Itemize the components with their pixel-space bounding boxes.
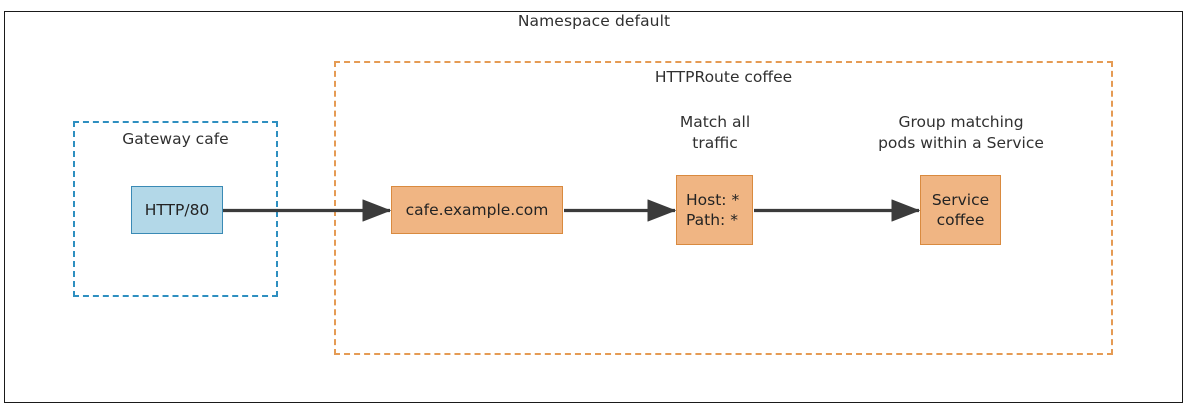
node-backend-service-kind: Service <box>931 190 990 209</box>
node-hostname-label: cafe.example.com <box>405 200 549 219</box>
caption-backend-line2: pods within a Service <box>878 133 1044 152</box>
node-match-rules[interactable]: Host: * Path: * <box>676 175 753 245</box>
gateway-label: Gateway cafe <box>122 130 229 148</box>
node-gateway-listener-label: HTTP/80 <box>144 200 210 219</box>
httproute-label: HTTPRoute coffee <box>654 68 793 86</box>
caption-match-line2: traffic <box>692 133 738 152</box>
httproute-container <box>334 61 1113 355</box>
node-hostname[interactable]: cafe.example.com <box>391 186 563 234</box>
caption-match-rules: Match all traffic <box>644 112 786 154</box>
node-match-path-line: Path: * <box>686 211 738 229</box>
caption-backend-line1: Group matching <box>898 113 1024 131</box>
node-match-host-line: Host: * <box>686 190 740 209</box>
caption-backend-service: Group matching pods within a Service <box>868 112 1054 154</box>
node-gateway-listener[interactable]: HTTP/80 <box>131 186 223 234</box>
node-backend-service[interactable]: Service coffee <box>920 175 1001 245</box>
node-backend-service-name: coffee <box>936 211 985 229</box>
caption-match-line1: Match all <box>679 113 751 131</box>
namespace-label: Namespace default <box>517 12 671 30</box>
